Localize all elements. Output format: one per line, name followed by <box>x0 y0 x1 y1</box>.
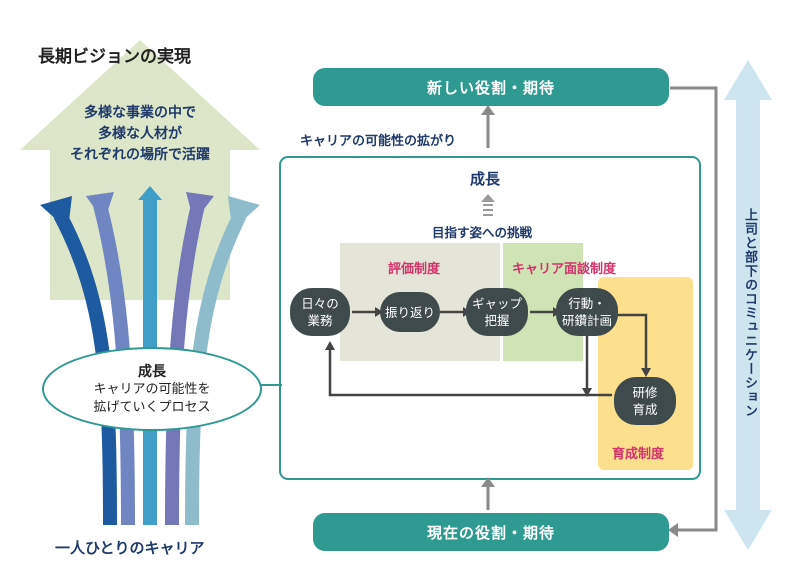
communication-label: 上司と部下のコミュニケーション <box>742 208 757 418</box>
career-expand-label: キャリアの可能性の拡がり <box>300 134 457 149</box>
growth-label: 成長 <box>470 170 501 188</box>
career-arrow-5 <box>185 211 247 526</box>
career-arrow-2 <box>93 203 135 526</box>
node-plan-line-2: 研鑽計画 <box>561 313 612 328</box>
node-daily-line-2: 業務 <box>307 313 333 328</box>
node-reflection-label: 振り返り <box>384 304 435 320</box>
career-arrowhead-3 <box>138 186 162 200</box>
development-system-label: 育成制度 <box>612 447 665 462</box>
node-reflection: 振り返り <box>380 292 440 332</box>
vision-title: 長期ビジョンの実現 <box>38 47 191 67</box>
node-plan-line-1: 行動・ <box>568 296 606 311</box>
node-gap-line-1: ギャップ <box>471 296 522 311</box>
growth-ellipse-title: 成長 <box>138 364 166 380</box>
growth-line-2: 拡げていくプロセス <box>93 400 211 415</box>
vision-text: 多様な事業の中で 多様な人材が それぞれの場所で活躍 <box>50 103 230 166</box>
growth-ellipse: 成長 キャリアの可能性を 拡げていくプロセス <box>42 347 262 431</box>
node-daily-line-1: 日々の <box>301 296 339 311</box>
communication-arrow <box>724 60 772 550</box>
node-training: 研修育成 <box>614 377 676 425</box>
vision-line-3: それぞれの場所で活躍 <box>70 147 210 163</box>
career-arrow-4 <box>165 203 205 526</box>
node-training-line-2: 育成 <box>632 402 658 417</box>
node-training-line-1: 研修 <box>632 385 658 400</box>
vision-line-2: 多様な人材が <box>98 126 182 142</box>
interview-system-label: キャリア面談制度 <box>512 262 617 277</box>
career-arrow-1 <box>53 211 117 526</box>
node-action-plan: 行動・研鑽計画 <box>556 288 618 336</box>
evaluation-system-label: 評価制度 <box>388 262 441 277</box>
aim-label: 目指す姿への挑戦 <box>432 225 533 240</box>
career-arrowhead-1 <box>40 196 72 230</box>
career-arrowhead-2 <box>86 192 114 222</box>
career-arrowhead-4 <box>186 192 214 222</box>
growth-line-1: キャリアの可能性を <box>93 382 211 397</box>
career-arrowhead-5 <box>228 196 260 230</box>
node-gap-line-2: 把握 <box>484 313 510 328</box>
node-daily-work: 日々の業務 <box>290 288 350 336</box>
vision-arrow <box>20 40 260 300</box>
current-role-bar: 現在の役割・期待 <box>313 513 669 551</box>
vision-line-1: 多様な事業の中で <box>84 105 196 121</box>
node-gap: ギャップ把握 <box>466 288 528 336</box>
career-label: 一人ひとりのキャリア <box>55 539 205 557</box>
new-role-bar: 新しい役割・期待 <box>313 68 669 106</box>
